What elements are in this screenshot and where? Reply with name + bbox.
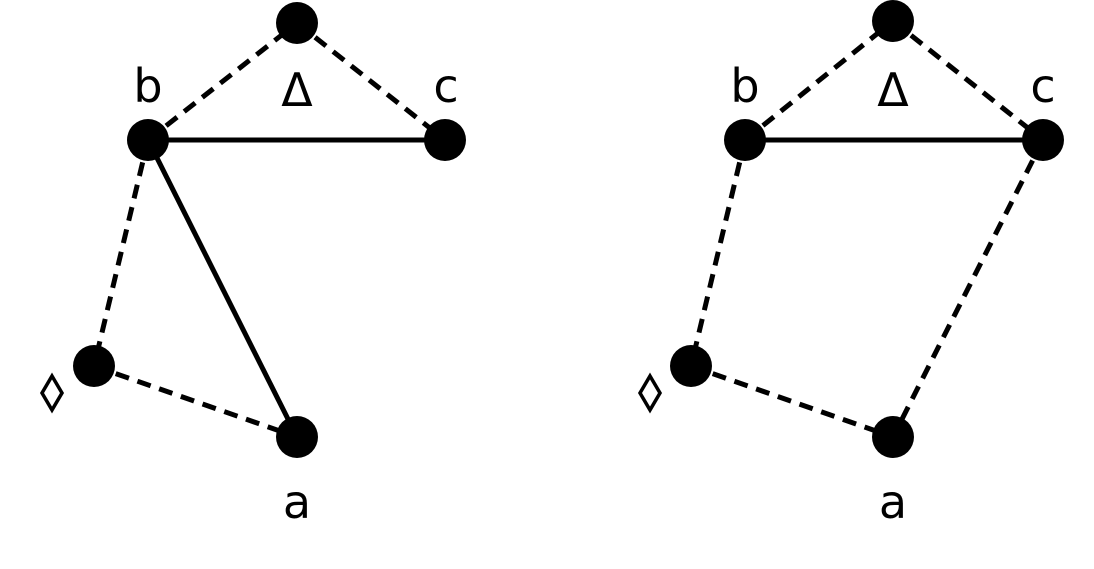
label-c: c [433, 59, 458, 113]
node-diamond [670, 345, 712, 387]
right-graph: b c Δ a [637, 0, 1064, 529]
edge-top-c [891, 19, 1045, 142]
edge-top-c [295, 21, 447, 142]
edge-diamond-a [690, 363, 894, 440]
edge-diamond-a [93, 363, 298, 440]
diamond-icon [39, 372, 65, 414]
label-a: a [879, 475, 907, 529]
left-graph: b c Δ a [39, 2, 466, 529]
label-b: b [730, 59, 759, 113]
node-b [724, 119, 766, 161]
edge-b-diamond [91, 139, 151, 367]
label-a: a [283, 475, 311, 529]
edge-b-top [743, 19, 895, 142]
node-c [1022, 119, 1064, 161]
edge-b-diamond [688, 139, 748, 367]
label-c: c [1030, 59, 1055, 113]
edge-b-a [145, 138, 300, 439]
edge-b-top [146, 21, 299, 142]
node-top [276, 2, 318, 44]
node-a [276, 416, 318, 458]
node-top [872, 0, 914, 42]
label-b: b [133, 59, 162, 113]
label-delta: Δ [281, 63, 313, 117]
node-a [872, 416, 914, 458]
node-b [127, 119, 169, 161]
node-diamond [73, 345, 115, 387]
node-c [424, 119, 466, 161]
diamond-icon [637, 372, 663, 414]
label-delta: Δ [877, 63, 909, 117]
edge-c-a [890, 138, 1046, 439]
